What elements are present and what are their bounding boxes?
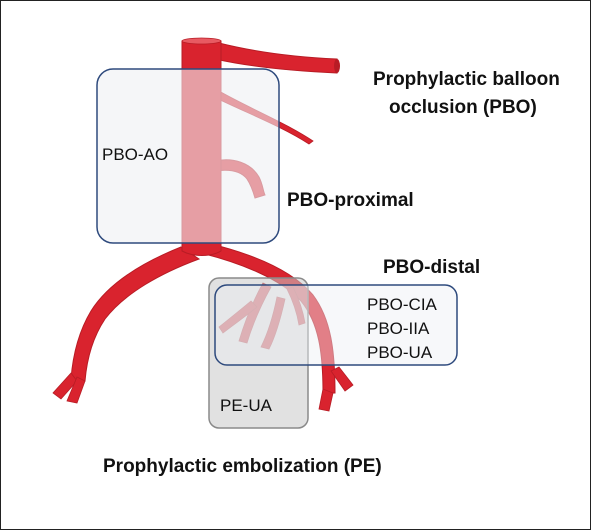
pbo-ua-label: PBO-UA	[367, 343, 433, 362]
left-common-iliac-artery	[70, 246, 201, 382]
pbo-title-line2: occlusion (PBO)	[389, 97, 537, 118]
pbo-title-line1: Prophylactic balloon	[373, 69, 560, 90]
pbo-distal-box	[214, 284, 458, 366]
pe-ua-box	[208, 277, 309, 429]
pbo-ao-label: PBO-AO	[102, 145, 169, 164]
pbo-distal-label: PBO-distal	[383, 257, 481, 278]
right-iliac-fork-b	[330, 366, 354, 392]
aorta-top	[181, 37, 222, 45]
pbo-cia-label: PBO-CIA	[367, 295, 437, 314]
left-iliac-fork-b	[66, 376, 86, 404]
renal-artery-right-end	[334, 59, 340, 73]
right-iliac-fork-a	[318, 388, 334, 412]
pbo-iia-label: PBO-IIA	[367, 319, 430, 338]
pe-ua-label: PE-UA	[220, 396, 272, 415]
left-iliac-fork-a	[52, 372, 78, 400]
pbo-ao-box	[96, 68, 280, 244]
pbo-proximal-label: PBO-proximal	[287, 190, 414, 211]
pe-title: Prophylactic embolization (PE)	[103, 456, 382, 477]
